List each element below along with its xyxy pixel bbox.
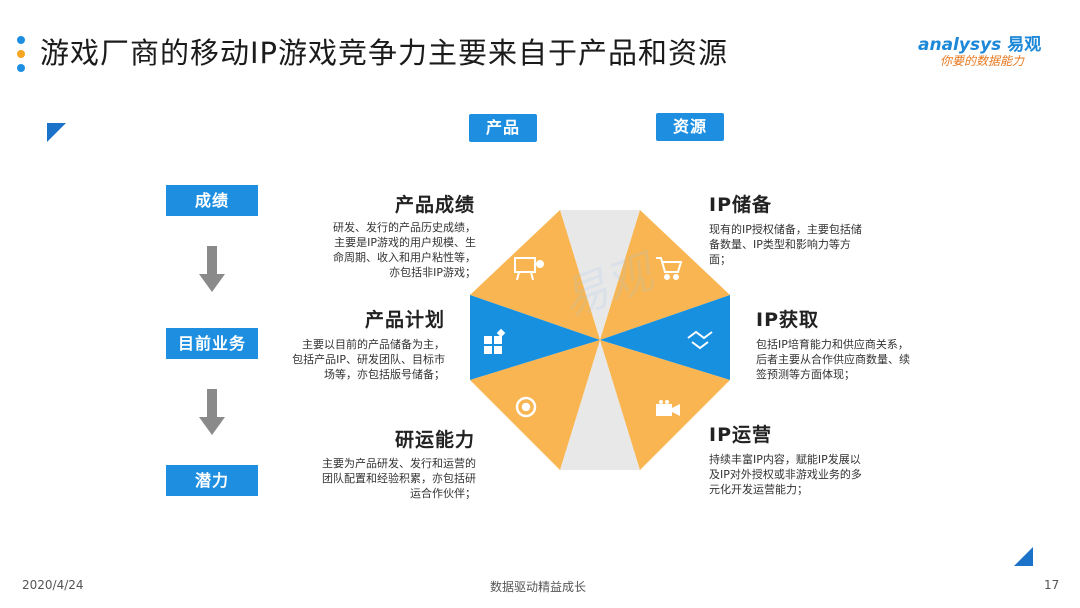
block-title-product-plan: 产品计划 <box>364 309 445 331</box>
title-dot-icon <box>17 64 25 72</box>
block-title-ip-operation: IP运营 <box>709 424 772 446</box>
title-dot-icon <box>17 36 25 44</box>
corner-triangle-icon <box>1014 547 1033 566</box>
presentation-icon <box>514 257 544 281</box>
logo-slogan: 你要的数据能力 <box>940 54 1025 68</box>
logo-brand-en: analysys <box>918 35 1002 55</box>
block-desc-product-results: 研发、发行的产品历史成绩，主要是IP游戏的用户规模、生命周期、收入和用户粘性等，… <box>333 221 476 279</box>
wheel-segment-gray-top <box>560 210 640 340</box>
down-arrow-icon <box>199 389 225 435</box>
block-desc-product-plan: 主要以目前的产品储备为主，包括产品IP、研发团队、目标市场等，亦包括版号储备； <box>292 338 445 381</box>
blocks-icon <box>484 328 506 354</box>
flow-step-current-business: 目前业务 <box>166 328 258 359</box>
footer-slogan: 数据驱动精益成长 <box>490 580 587 594</box>
block-desc-ip-acquisition: 包括IP培育能力和供应商关系，后者主要从合作供应商数量、续签预测等方面体现； <box>756 338 910 381</box>
tag-resource: 资源 <box>656 113 724 141</box>
wheel-segment-product-plan <box>470 295 600 380</box>
corner-triangle-icon <box>47 123 66 142</box>
block-title-rd-ops: 研运能力 <box>394 429 475 451</box>
block-title-ip-acquisition: IP获取 <box>756 309 819 331</box>
flow-step-results: 成绩 <box>166 185 258 216</box>
block-desc-ip-operation: 持续丰富IP内容，赋能IP发展以及IP对外授权或非游戏业务的多元化开发运营能力； <box>709 453 862 496</box>
title-dot-icon <box>17 50 25 58</box>
footer-date: 2020/4/24 <box>22 578 84 592</box>
analysys-logo: analysys 易观 你要的数据能力 <box>918 30 1058 74</box>
octagon-wheel <box>470 210 730 470</box>
tag-product: 产品 <box>469 114 537 142</box>
title-dots <box>16 36 26 78</box>
block-desc-rd-ops: 主要为产品研发、发行和运营的团队配置和经验积累，亦包括研运合作伙伴； <box>322 457 476 500</box>
wheel-segment-gray-bottom <box>560 340 640 470</box>
block-title-ip-reserve: IP储备 <box>709 194 772 216</box>
page-title: 游戏厂商的移动IP游戏竞争力主要来自于产品和资源 <box>40 36 729 70</box>
camera-icon <box>656 400 680 416</box>
wheel-segment-product-results <box>470 210 600 340</box>
cart-icon <box>656 257 683 280</box>
page-number: 17 <box>1044 578 1060 592</box>
gear-icon <box>515 396 537 418</box>
flow-step-potential: 潜力 <box>166 465 258 496</box>
handshake-icon <box>687 330 713 350</box>
wheel-segment-ip-acquisition <box>600 295 730 380</box>
block-desc-ip-reserve: 现有的IP授权储备，主要包括储备数量、IP类型和影响力等方面； <box>709 223 862 266</box>
down-arrow-icon <box>199 246 225 292</box>
logo-brand-cn: 易观 <box>1007 35 1042 55</box>
block-title-product-results: 产品成绩 <box>394 194 475 216</box>
